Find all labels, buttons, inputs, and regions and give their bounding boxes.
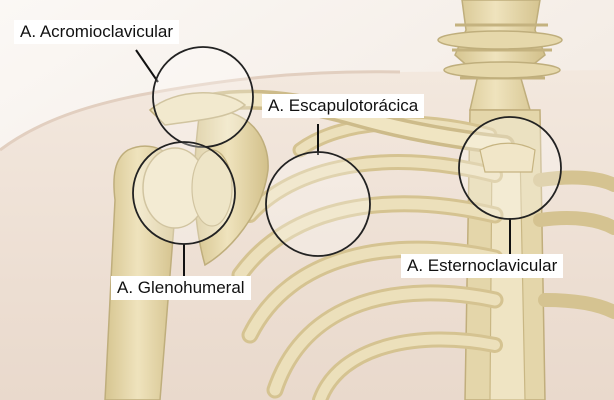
label-acromioclavicular: A. Acromioclavicular [14,20,179,44]
label-esternoclavicular: A. Esternoclavicular [401,254,563,278]
glenohumeral-circle [133,142,235,244]
sternoclavicular-joint-detail [480,143,535,172]
label-escapulotoracica: A. Escapulotorácica [262,94,424,118]
escapulotoracica-circle [266,152,370,256]
acromioclavicular-circle [153,47,253,147]
label-glenohumeral: A. Glenohumeral [111,276,251,300]
